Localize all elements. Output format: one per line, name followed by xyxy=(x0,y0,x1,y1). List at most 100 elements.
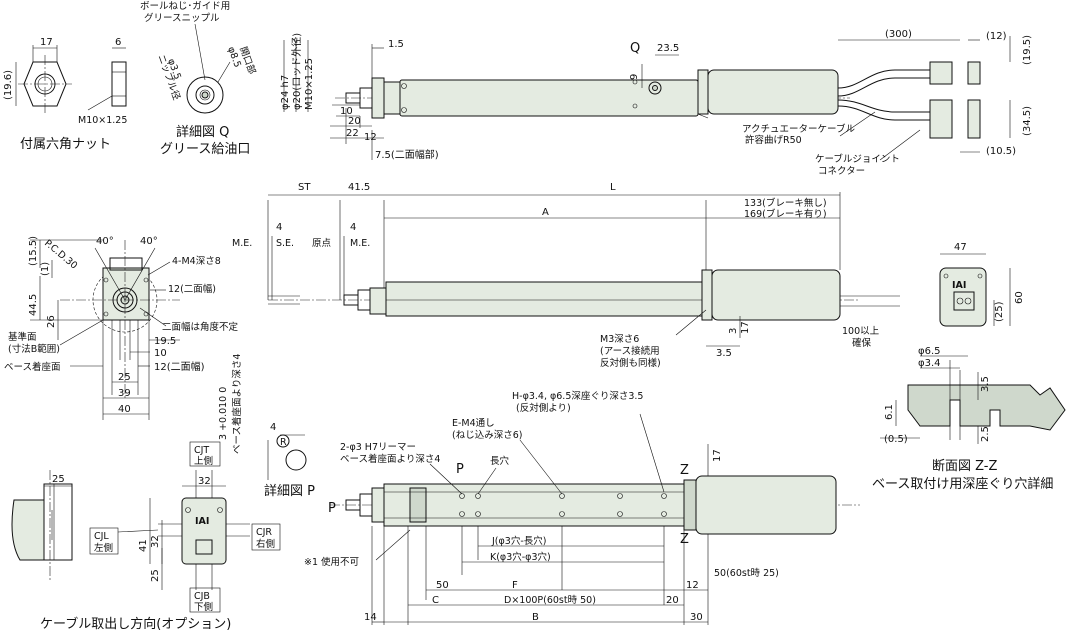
label-reamer-1: 2-φ3 H7リーマー xyxy=(340,442,416,453)
label-cjl-2: 左側 xyxy=(94,542,113,554)
dim-20b: 20 xyxy=(666,595,679,606)
label-cjr-2: 右側 xyxy=(256,538,275,550)
label-cjl-1: CJL xyxy=(94,531,109,542)
dim-st: ST xyxy=(298,182,311,193)
dim-10: 10 xyxy=(340,106,353,117)
dim-50: 50 xyxy=(436,580,449,591)
label-joint-1: ケーブルジョイント xyxy=(815,153,900,165)
label-base-seat: ベース着座面 xyxy=(4,361,61,373)
label-two-face-12: 12(二面幅) xyxy=(168,283,216,295)
dim-phi6-5: φ6.5 xyxy=(918,346,941,357)
label-d-dim: D×100P(60st時 50) xyxy=(504,595,596,606)
connector-end-view: IAI 47 60 (25) xyxy=(939,242,1025,327)
title-detail-p: 詳細図 P xyxy=(264,483,315,499)
title-detail-q-1: 詳細図 Q xyxy=(176,124,229,140)
label-base-seat-depth: ベース着座面より深さ4 xyxy=(231,354,243,454)
dim-b: B xyxy=(532,612,539,623)
dim-17b: 17 xyxy=(740,321,751,334)
dim-39: 39 xyxy=(118,388,131,399)
dim-32: 32 xyxy=(198,476,211,487)
label-m3-3: 反対側も同様) xyxy=(600,357,661,369)
label-k-dim: K(φ3穴-φ3穴) xyxy=(490,551,551,563)
label-p-top: P xyxy=(456,462,464,477)
label-e-m4-1: E-M4通し xyxy=(452,418,495,429)
label-cjb-2: 下側 xyxy=(194,601,213,613)
dim-10-5p: (10.5) xyxy=(986,146,1016,157)
label-ref-face-1: 基準面 xyxy=(8,331,37,343)
label-r: R xyxy=(280,437,287,448)
dim-l: L xyxy=(610,182,616,193)
detail-p-view: 3 +0.010 0 ベース着座面より深さ4 4 R 詳細図 P xyxy=(218,354,315,499)
dim-22: 22 xyxy=(346,128,359,139)
label-se: S.E. xyxy=(276,238,294,249)
dim-25d: 25 xyxy=(150,569,161,582)
label-me-left: M.E. xyxy=(232,238,252,249)
label-actuator-cable-2: 許容曲げR50 xyxy=(745,134,802,146)
dim-19-5: 19.5 xyxy=(154,336,176,347)
dim-12: 12 xyxy=(364,132,377,143)
label-long-hole: 長穴 xyxy=(490,455,510,467)
dim-9: 9 xyxy=(629,74,640,80)
dim-25p: (25) xyxy=(994,301,1005,322)
dim-300: (300) xyxy=(885,29,912,40)
dim-14: 14 xyxy=(364,612,377,623)
title-section-zz-1: 断面図 Z-Z xyxy=(932,459,998,474)
dim-3: 3 xyxy=(728,328,739,334)
dim-7-5: 7.5(二面幅部) xyxy=(375,148,439,161)
label-iai-option: IAI xyxy=(195,516,209,527)
front-view: ST 41.5 L A 133(ブレーキ無し) 169(ブレーキ有り) 4 4 … xyxy=(232,182,900,369)
dim-17c: 17 xyxy=(712,449,723,462)
section-zz-view: φ6.5 φ3.4 6.1 3.5 2.5 (0.5) 断面図 Z-Z ベース取… xyxy=(872,346,1066,492)
label-h-hole-1: H-φ3.4, φ6.5深座ぐり深さ3.5 xyxy=(512,390,643,402)
label-cjr-1: CJR xyxy=(256,527,272,538)
label-z-bottom: Z xyxy=(680,532,689,547)
label-z-top: Z xyxy=(680,463,689,478)
detail-q-view: ボールねじ･ガイド用 グリースニップル φ3.5 ニップル径 φ8.5 開口部 … xyxy=(140,1,258,157)
dim-1-5: 1.5 xyxy=(388,39,404,50)
title-section-zz-2: ベース取付け用深座ぐり穴詳細 xyxy=(872,476,1053,492)
dim-34-5p: (34.5) xyxy=(1022,106,1033,136)
dim-19-6: (19.6) xyxy=(3,70,14,100)
label-cjt-1: CJT xyxy=(194,445,209,456)
title-hex-nut: 付属六角ナット xyxy=(20,137,111,152)
label-h-hole-2: (反対側より) xyxy=(516,402,571,414)
dim-6: 6 xyxy=(115,37,121,48)
dim-phi20: φ20(ロッド外径) xyxy=(290,33,303,110)
dim-3-5: 3.5 xyxy=(716,348,732,359)
dim-25c: 25 xyxy=(52,474,65,485)
dim-0-5p: (0.5) xyxy=(884,434,908,445)
label-ref-face-2: (寸法B範囲) xyxy=(8,343,60,355)
dim-12p: (12) xyxy=(986,31,1007,42)
dim-60: 60 xyxy=(1014,291,1025,304)
dim-20: 20 xyxy=(348,116,361,127)
cable-direction-view: 25 IAI 32 41 32 25 CJT 上側 CJL 左側 CJR 右側 xyxy=(11,441,281,632)
dim-10b: 10 xyxy=(154,348,167,359)
label-origin: 原点 xyxy=(312,238,332,249)
dim-6-1: 6.1 xyxy=(884,404,895,420)
dim-c: C xyxy=(432,595,439,606)
label-e-m4-2: (ねじ込み深さ6) xyxy=(452,430,522,441)
dim-f: F xyxy=(512,580,518,591)
dim-30: 30 xyxy=(690,612,703,623)
dim-1p: (1) xyxy=(40,262,51,276)
label-reamer-2: ベース着座面より深さ4 xyxy=(340,453,440,465)
dim-19-5p: (19.5) xyxy=(1022,35,1033,65)
label-brake-none: 133(ブレーキ無し) xyxy=(744,197,827,209)
label-m3-1: M3深さ6 xyxy=(600,334,639,345)
dim-m10: M10×1.25 xyxy=(304,58,315,110)
dim-2-5: 2.5 xyxy=(980,426,991,442)
dim-23-5: 23.5 xyxy=(657,43,679,54)
label-iai-connector: IAI xyxy=(952,280,966,291)
dim-32b: 32 xyxy=(150,535,161,548)
dim-4-a: 4 xyxy=(276,222,282,233)
dim-phi24: φ24 h7 xyxy=(280,75,291,110)
dim-17: 17 xyxy=(40,37,53,48)
label-me-right: M.E. xyxy=(350,238,370,249)
dim-40: 40 xyxy=(118,404,131,415)
dim-12c: 12 xyxy=(686,580,699,591)
dim-40-deg-a: 40° xyxy=(96,236,114,247)
dim-phi3-4: φ3.4 xyxy=(918,358,941,369)
dim-a: A xyxy=(542,207,549,218)
